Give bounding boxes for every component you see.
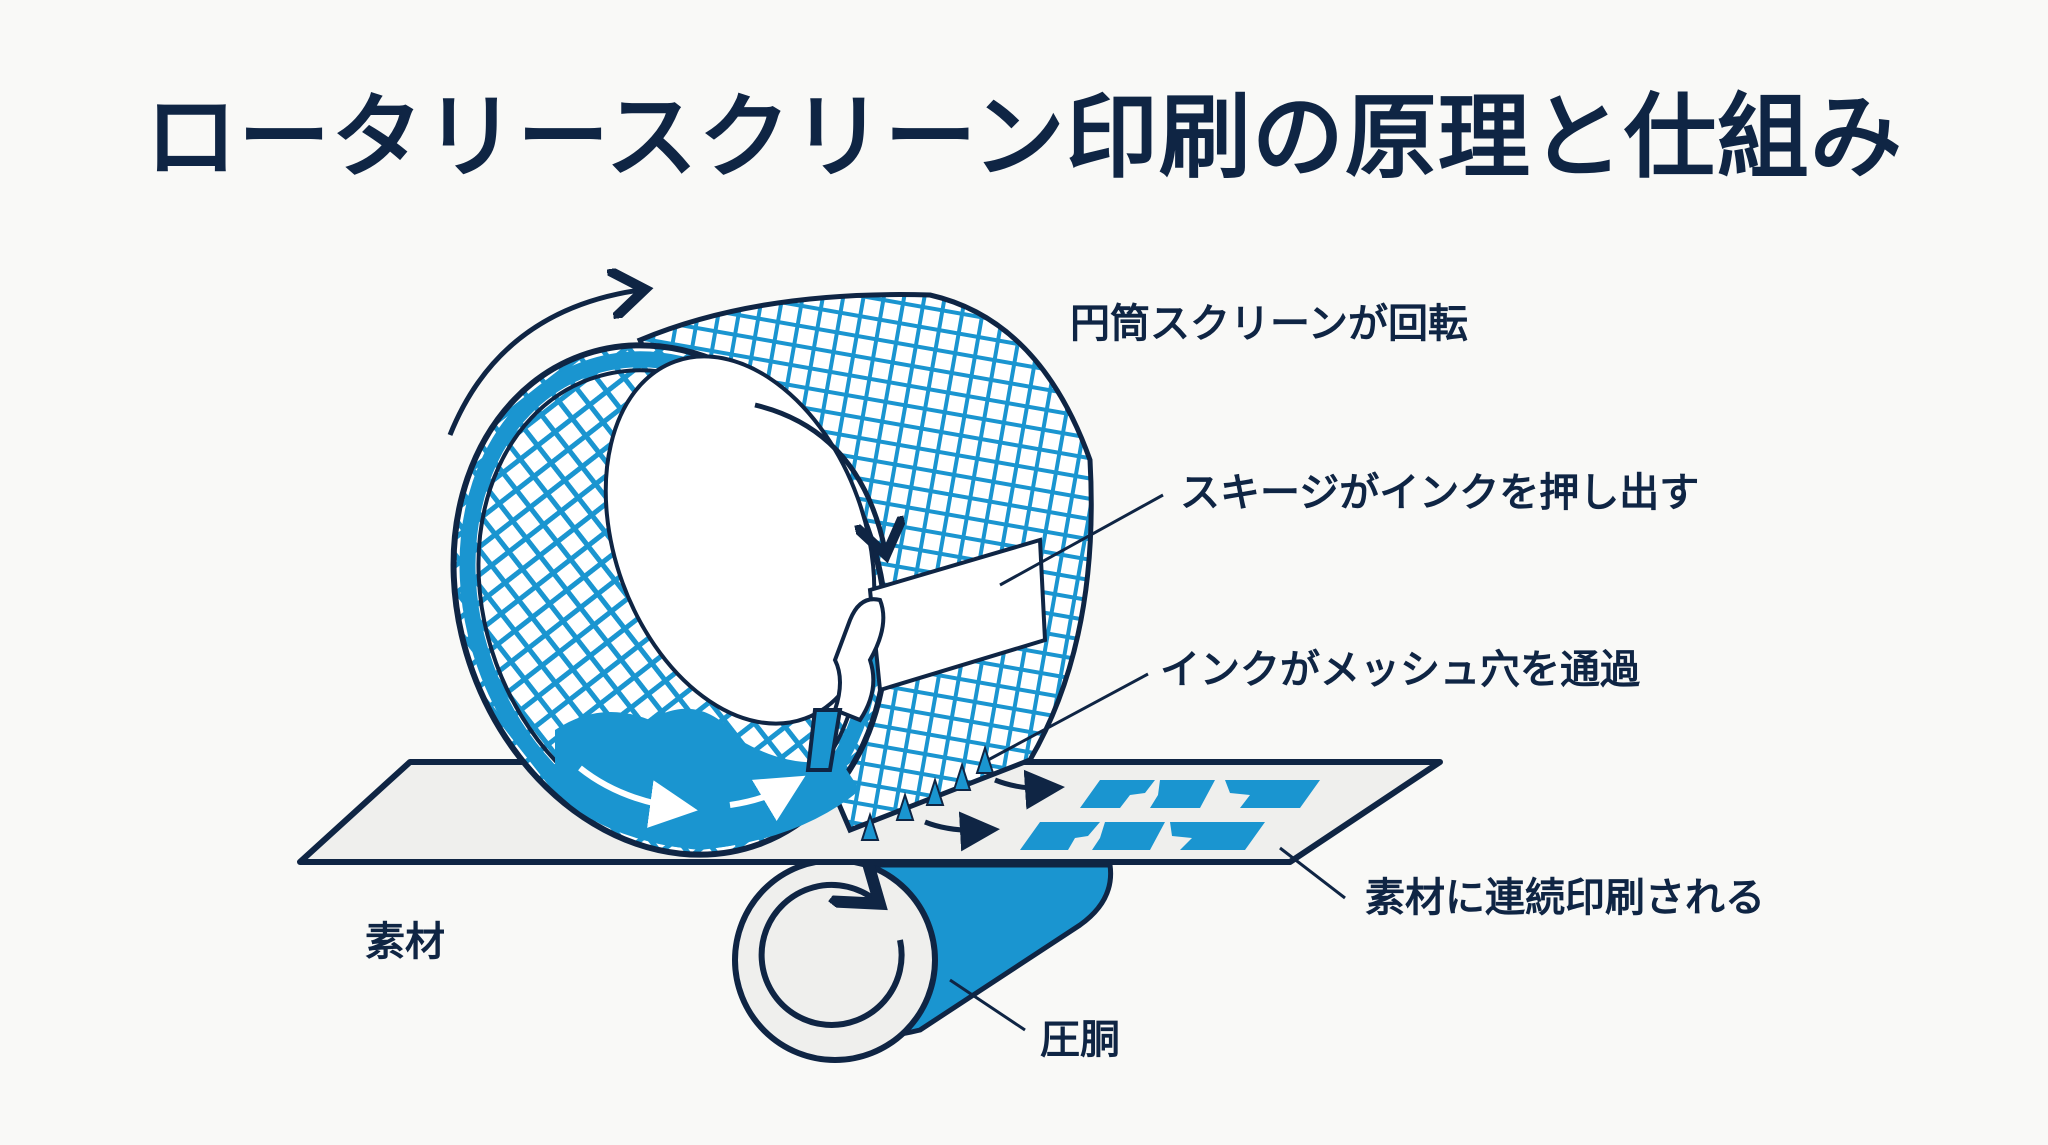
rotation-arrow-icon <box>447 290 640 436</box>
label-squeegee-pushes: スキージがインクを押し出す <box>1180 470 1700 516</box>
label-impression-cylinder: 圧胴 <box>1040 1017 1120 1063</box>
label-ink-passes-mesh: インクがメッシュ穴を通過 <box>1160 647 1640 693</box>
impression-cylinder <box>732 860 1114 1063</box>
leader-lines <box>949 493 1346 1032</box>
label-substrate: 素材 <box>365 919 445 965</box>
label-continuous-print: 素材に連続印刷される <box>1365 875 1765 921</box>
ink-droplets <box>860 744 995 841</box>
label-screen-rotates: 円筒スクリーンが回転 <box>1070 301 1468 347</box>
rotation-arrow-icon <box>758 885 905 1028</box>
rotary-screen-cylinder <box>450 292 1094 858</box>
page-title: ロータリースクリーン印刷の原理と仕組み <box>145 84 1903 191</box>
squeegee <box>805 537 1048 772</box>
